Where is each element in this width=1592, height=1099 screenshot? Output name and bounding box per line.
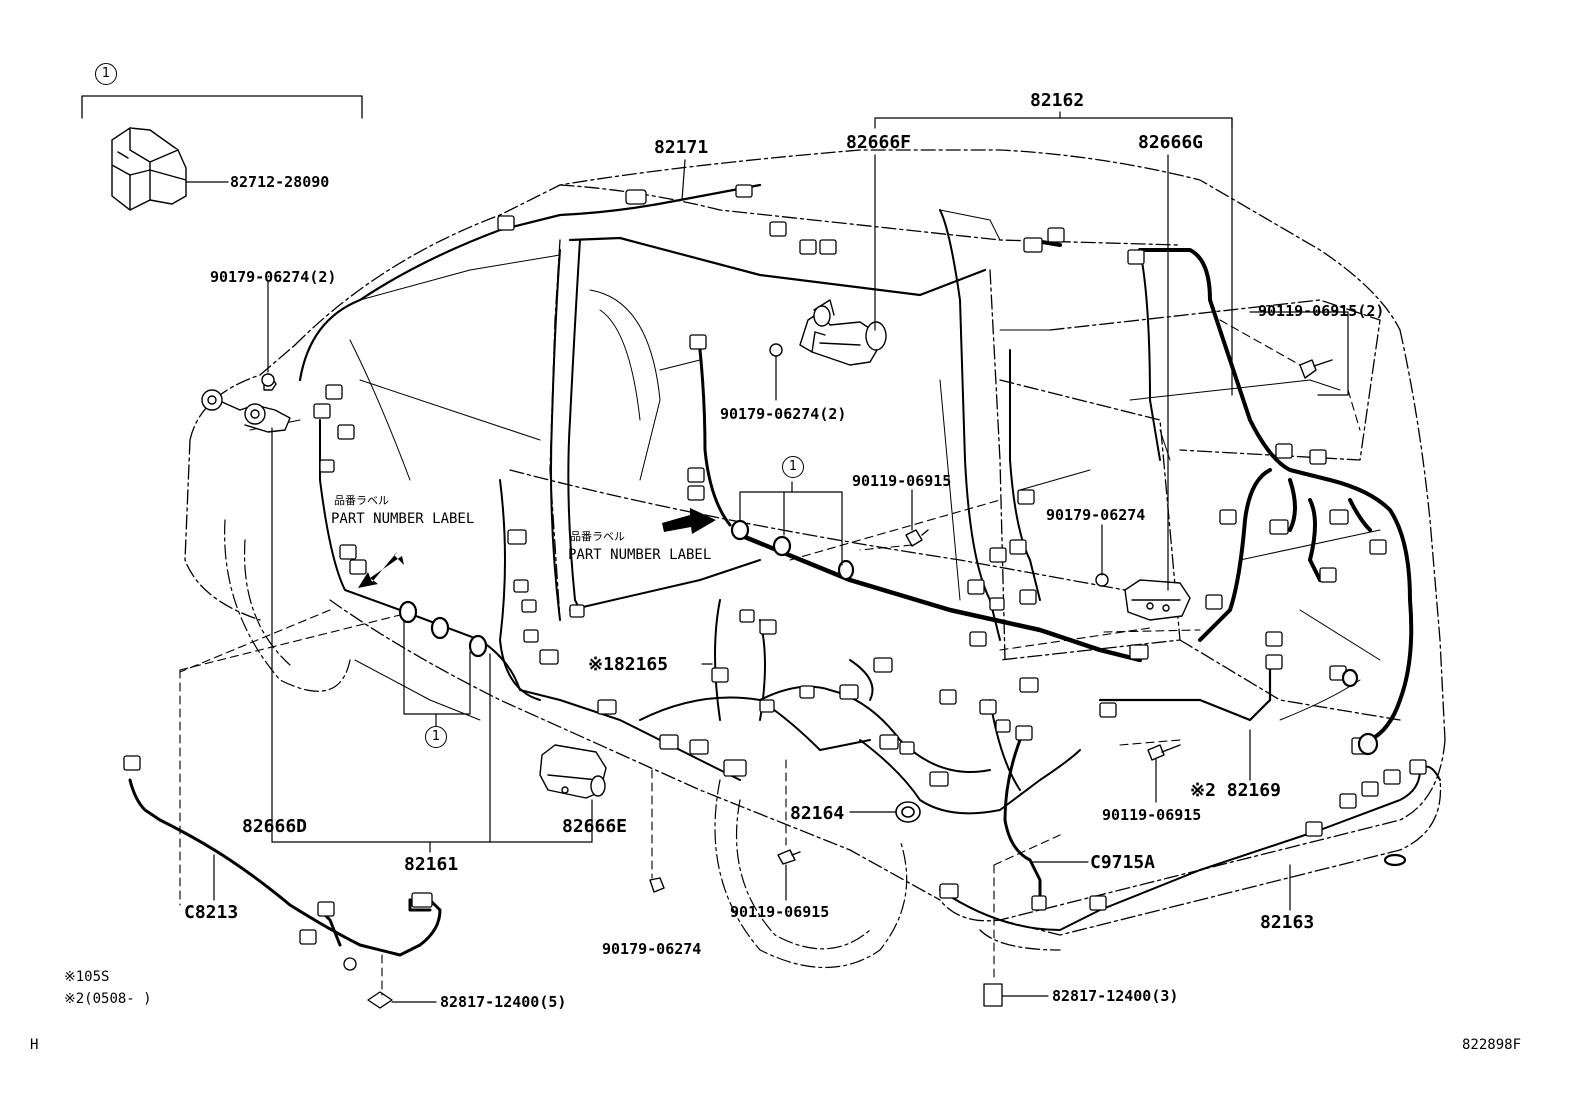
group-one-marker-top: 1 [95,63,117,85]
part-82169-label[interactable]: ※2 82169 [1190,780,1281,801]
grommet-82164-icon [895,801,921,823]
part-number-label-text-1: PART NUMBER LABEL [331,511,475,527]
part-number-label-text-2: PART NUMBER LABEL [568,547,712,563]
part-82712-28090-label[interactable]: 82712-28090 [230,173,330,191]
thick-harness-C8213 [128,778,442,957]
clamp-82666E-icon [539,744,607,799]
part-82161-label[interactable]: 82161 [404,854,459,875]
part-90179-06274-bottom-label[interactable]: 90179-06274 [602,940,702,958]
harness-82164 [859,699,1081,815]
group-bracket [81,95,363,119]
part-number-label-jp-1: 品番ラベル [334,494,389,507]
part-90119-06915-mid-label[interactable]: 90119-06915 [852,472,952,490]
thick-harness-rear-right [1028,238,1414,742]
part-82163-label[interactable]: 82163 [1260,912,1315,933]
thick-harness-mid [737,532,1143,663]
part-82165-label[interactable]: ※182165 [588,654,669,675]
harness-82169-rear [1098,658,1272,722]
clamp-82666G-icon [1095,573,1191,621]
part-82817-12400-5-label[interactable]: 82817-12400(5) [440,993,567,1011]
part-82171-label[interactable]: 82171 [654,137,709,158]
clamp-82666D-icon [201,377,291,433]
footnote-1: ※105S [64,969,110,985]
part-82164-label[interactable]: 82164 [790,803,845,824]
part-90179-06274-2-left-label[interactable]: 90179-06274(2) [210,268,337,286]
part-82666G-label[interactable]: 82666G [1138,132,1204,153]
vehicle-body-outline [184,149,1446,951]
group-one-marker-mid: 1 [782,456,804,478]
corner-code-left: H [30,1037,39,1053]
projection-lines [179,319,1361,996]
tape-icons [343,957,1003,1009]
part-82666F-label[interactable]: 82666F [846,132,912,153]
arrow-icons [358,508,716,588]
group-one-marker-left: 1 [425,726,447,748]
part-82666E-label[interactable]: 82666E [562,816,628,837]
grommets [398,519,1407,867]
part-C8213-label[interactable]: C8213 [184,902,239,923]
part-number-label-jp-2: 品番ラベル [570,530,625,543]
harness-82171-roof [298,183,987,382]
clamp-82666F-icon [769,299,887,366]
part-82162-label[interactable]: 82162 [1030,90,1085,111]
part-90119-06915-bottom-label[interactable]: 90119-06915 [730,903,830,921]
rear-wheel [714,779,908,969]
part-90119-06915-2-label[interactable]: 90119-06915(2) [1258,302,1385,320]
part-82817-12400-3-label[interactable]: 82817-12400(3) [1052,987,1179,1005]
thick-harness-C9715A [1003,738,1042,902]
thick-harness-door [698,348,732,527]
front-wheel [224,519,351,692]
bolt-icons [261,359,1333,893]
clip-82712-icon [111,127,187,211]
part-90119-06915-lowright-label[interactable]: 90119-06915 [1102,806,1202,824]
footnote-2: ※2(0508- ) [64,991,152,1007]
connectors [123,184,1427,945]
part-C9715A-label[interactable]: C9715A [1090,852,1156,873]
part-90179-06274-right-label[interactable]: 90179-06274 [1046,506,1146,524]
leader-lines [185,111,1349,1003]
harness-82165-floor [550,239,991,773]
part-82666D-label[interactable]: 82666D [242,816,308,837]
diagram-code: 822898F [1462,1037,1522,1053]
part-90179-06274-2-mid-label[interactable]: 90179-06274(2) [720,405,847,423]
